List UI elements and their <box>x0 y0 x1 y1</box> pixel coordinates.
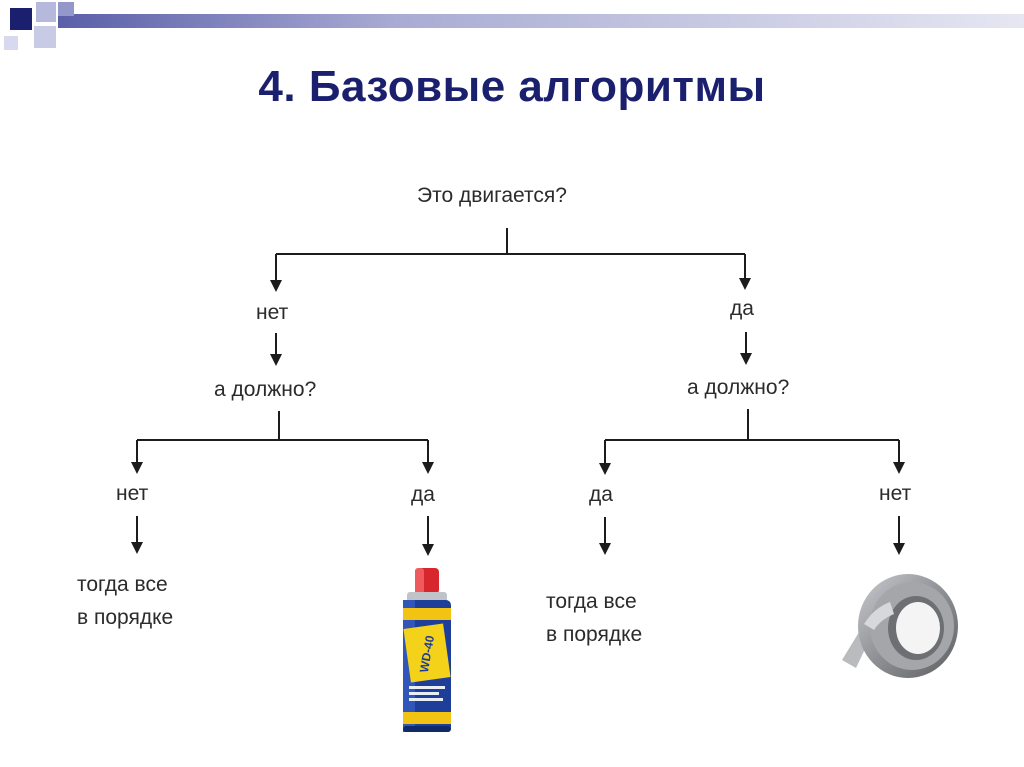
arrow-head <box>893 462 905 474</box>
arrow-head <box>270 280 282 292</box>
duct-tape-roll-icon <box>842 574 958 678</box>
header-gradient-bar <box>58 14 1024 28</box>
arrow-head <box>270 354 282 366</box>
decor-square-light-2 <box>34 26 56 48</box>
arrow-head <box>599 543 611 555</box>
right-sub-question: а должно? <box>687 376 790 399</box>
left-answer-label: нет <box>256 301 289 324</box>
left-right-answer-label: да <box>411 483 435 506</box>
result-line-1: тогда все <box>77 573 168 596</box>
result-line-1: тогда все <box>546 590 637 613</box>
header-decoration <box>4 2 1024 50</box>
right-right-answer-label: нет <box>879 482 912 505</box>
arrow-head <box>739 278 751 290</box>
arrow-head <box>422 544 434 556</box>
arrow-head <box>740 353 752 365</box>
result-line-2: в порядке <box>77 606 174 629</box>
left-result-text: тогда все в порядке <box>77 568 173 634</box>
decor-square-mid <box>58 2 74 16</box>
wd40-spray-can-icon: WD-40 <box>403 568 451 732</box>
decor-square-light-3 <box>4 36 18 50</box>
arrow-head <box>893 543 905 555</box>
arrow-head <box>131 542 143 554</box>
right-result-text: тогда все в порядке <box>546 585 642 651</box>
right-answer-label: да <box>730 297 754 320</box>
arrow-head <box>422 462 434 474</box>
arrow-head <box>599 463 611 475</box>
decor-square-light <box>36 2 56 22</box>
arrow-head <box>131 462 143 474</box>
left-sub-question: а должно? <box>214 378 317 401</box>
can-label: WD-40 <box>417 634 437 674</box>
right-left-answer-label: да <box>589 483 613 506</box>
decor-square-dark <box>10 8 32 30</box>
root-question: Это двигается? <box>417 184 567 207</box>
result-line-2: в порядке <box>546 623 643 646</box>
slide-title: 4. Базовые алгоритмы <box>258 62 766 111</box>
left-left-answer-label: нет <box>116 482 149 505</box>
